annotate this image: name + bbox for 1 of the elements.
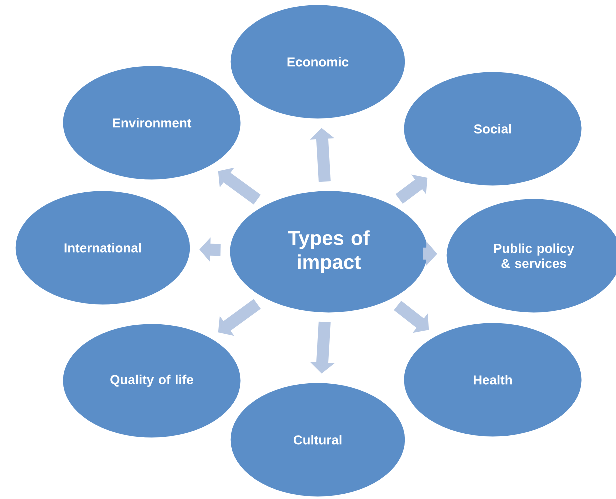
block-arrow [396, 174, 428, 204]
